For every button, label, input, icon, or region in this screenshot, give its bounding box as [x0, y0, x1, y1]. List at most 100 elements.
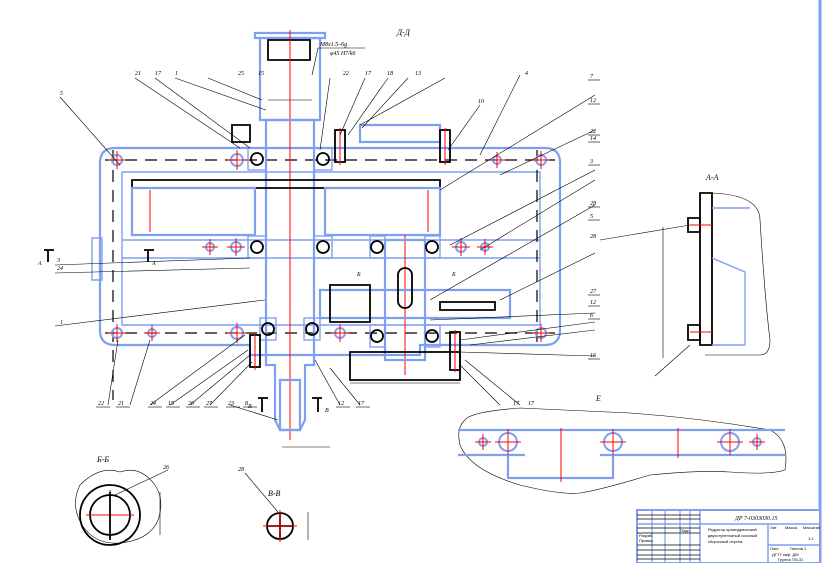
bolt-hole	[227, 150, 247, 170]
bearing-int-lower-left	[369, 324, 386, 348]
callout-right: 6	[590, 313, 593, 319]
view-e: Е	[458, 394, 787, 494]
callout-bottom: 27	[206, 401, 213, 407]
large-gear-body	[130, 186, 442, 237]
bolt-hole	[331, 324, 349, 342]
callout-right: 16	[590, 353, 596, 359]
bolt-hole	[532, 324, 550, 342]
tb-org-1: ДГТУ каф. ДМ	[772, 552, 799, 557]
section-aa-view: А-А 28	[590, 173, 771, 377]
bolt-hole	[227, 238, 245, 256]
view-e-outline	[458, 407, 787, 494]
housing-left-boss	[91, 237, 103, 281]
output-shaft-end	[278, 378, 302, 432]
callout-bottom: 23	[228, 401, 234, 407]
tb-left-razrab: Разраб.	[639, 533, 653, 538]
section-vv-title: В-В	[268, 489, 281, 498]
callout-right: 5	[590, 214, 593, 220]
svg-text:В: В	[325, 408, 329, 414]
svg-text:Б: Б	[451, 272, 456, 278]
bearing-upper-left	[247, 147, 267, 171]
bearing-upper-right	[313, 147, 333, 171]
svg-text:В: В	[248, 404, 252, 410]
bearing-int-upper-left	[369, 235, 386, 259]
tb-desc-2: двухступенчатый соосный	[708, 533, 757, 538]
bearing-low-right	[303, 317, 321, 341]
pinion-rim	[439, 301, 496, 311]
bolt-holes	[108, 150, 550, 343]
callout-right: 3	[589, 159, 593, 165]
aa-housing-wall	[699, 192, 713, 346]
pinion-gear	[318, 288, 512, 320]
callout-22-top: 22	[343, 71, 349, 77]
bearing-int-upper-right	[424, 235, 441, 259]
view-e-bolt-hole	[495, 429, 521, 455]
tb-col-mass: Масса	[785, 525, 798, 530]
callout-bottom: 21	[118, 401, 124, 407]
bolt-hole	[227, 323, 247, 343]
callout-right: 14	[590, 135, 596, 142]
tb-scale: 1:1	[808, 536, 814, 541]
callout-3-left: 3	[56, 258, 60, 264]
callout-bottom-e: 17	[513, 401, 520, 407]
callout-25: 25	[238, 71, 244, 77]
vv-leader	[244, 472, 279, 513]
vv-callout-28: 28	[238, 467, 244, 473]
aa-leader-bottom	[654, 344, 691, 377]
tb-left-prov: Провер.	[639, 538, 654, 543]
section-vv-view: В-В 28	[238, 467, 309, 542]
key-slot	[397, 267, 413, 309]
pinion-hub	[329, 284, 371, 323]
callout-1-left: 1	[60, 320, 63, 326]
input-cover-flange	[253, 31, 327, 40]
view-e-bolt-hole	[717, 429, 743, 455]
bb-outline	[75, 469, 162, 544]
callout-10: 10	[478, 99, 484, 105]
bb-callout-26: 26	[163, 465, 169, 471]
bolt-hole	[108, 151, 126, 169]
callout-1-lt: 1	[175, 71, 178, 77]
callout-bottom: 24	[150, 400, 156, 407]
callout-bottom: 17	[358, 401, 365, 407]
main-view-title: Д-Д	[396, 28, 411, 37]
screw-top-mid	[334, 128, 346, 165]
tb-left-podp: Подп.	[680, 528, 691, 533]
section-marker-b-left: Б	[356, 272, 361, 278]
svg-text:А: А	[151, 261, 156, 267]
view-e-bolt-hole	[749, 434, 765, 450]
aa-outline	[705, 192, 771, 356]
callout-18: 18	[387, 71, 393, 77]
aa-screw-top	[687, 217, 701, 233]
title-block: ДР 7-0303030.15 Редуктор цилиндрический …	[636, 509, 821, 563]
section-marker-v-left: В	[248, 397, 268, 412]
view-e-bolt-hole	[600, 429, 626, 455]
tb-sheet: Лист	[770, 546, 779, 551]
intermediate-shaft	[383, 238, 427, 362]
view-e-bolt-holes	[475, 429, 765, 455]
section-marker-b-right: Б	[451, 272, 456, 278]
aa-inner	[711, 207, 750, 346]
callout-21-lt: 21	[135, 71, 141, 77]
main-view: Д-Д	[37, 28, 600, 448]
bearing-mid-left	[247, 235, 267, 259]
bolt-hole	[108, 324, 126, 342]
callout-bottom: 15	[168, 401, 174, 407]
view-e-flange	[458, 428, 785, 480]
bb-leader	[114, 469, 169, 496]
bearing-mid-right	[313, 235, 333, 259]
view-e-bolt-hole	[475, 434, 491, 450]
tb-sheets: Листов 1	[790, 546, 807, 551]
tb-col-lit: Лит.	[770, 525, 777, 530]
svg-text:А: А	[37, 261, 42, 267]
callout-4: 4	[525, 70, 528, 77]
input-cover-seal	[267, 39, 311, 61]
housing-inner	[121, 171, 541, 326]
view-e-title: Е	[595, 394, 601, 403]
callout-right: 12	[590, 300, 596, 306]
aa-screw-bottom	[687, 324, 701, 341]
section-bb-title: Б-Б	[96, 455, 109, 464]
callout-right: 12	[590, 98, 596, 104]
callout-bottom-e: 17	[528, 401, 535, 407]
